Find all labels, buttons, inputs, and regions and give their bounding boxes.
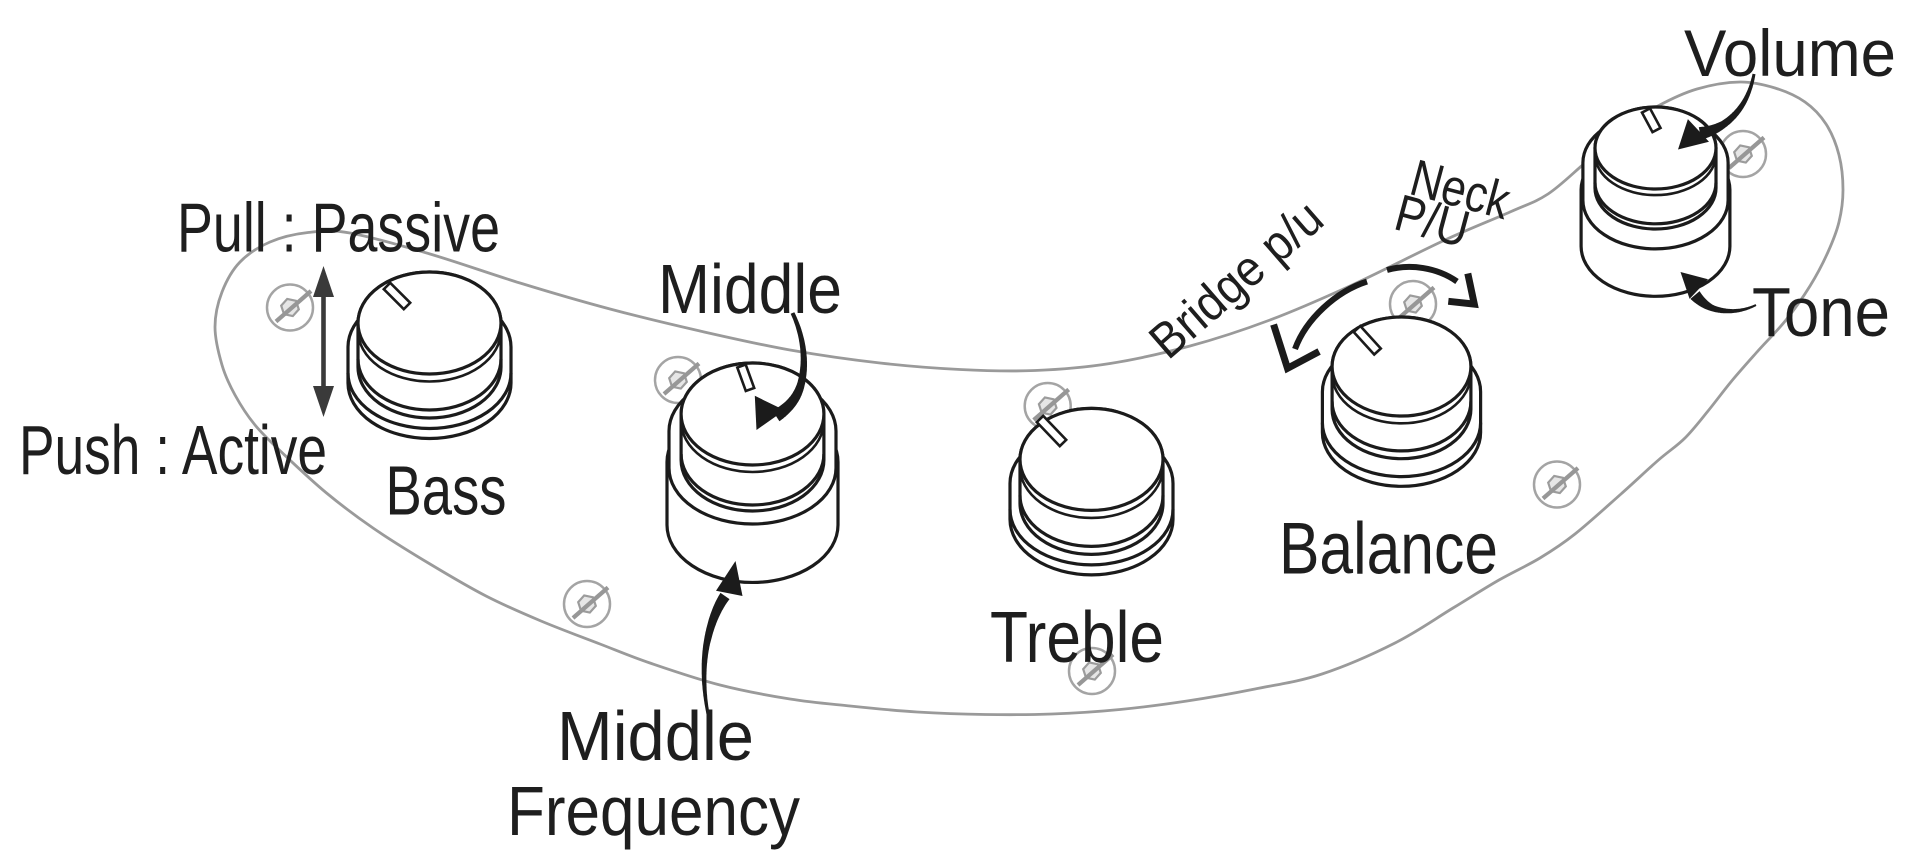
- svg-text:Pull : Passive: Pull : Passive: [177, 189, 500, 267]
- svg-text:Balance: Balance: [1279, 509, 1498, 590]
- svg-text:Tone: Tone: [1752, 273, 1890, 351]
- svg-text:Bass: Bass: [386, 452, 507, 530]
- svg-text:Volume: Volume: [1684, 16, 1896, 90]
- svg-text:Middle: Middle: [658, 250, 842, 328]
- svg-text:Middle: Middle: [557, 697, 754, 775]
- svg-text:Frequency: Frequency: [507, 772, 800, 850]
- svg-text:Treble: Treble: [990, 598, 1164, 678]
- svg-text:Push : Active: Push : Active: [19, 411, 327, 489]
